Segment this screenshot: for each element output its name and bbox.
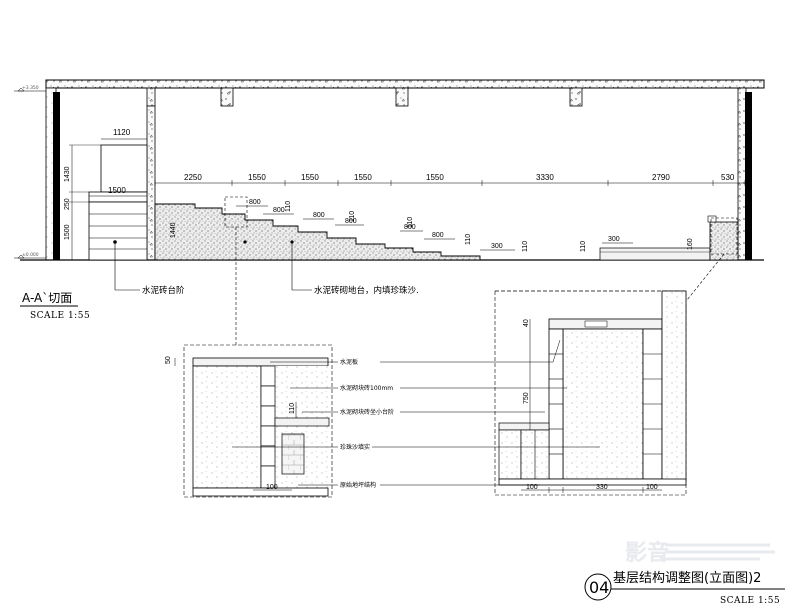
detail2-dim-100-a: 100	[526, 484, 538, 491]
dim-step-300: 300	[608, 236, 620, 243]
note-sand-fill: 珍珠沙填实	[340, 443, 370, 451]
left-stair	[88, 144, 148, 261]
dim-step-800-2: 800	[273, 207, 285, 214]
dim-530: 530	[721, 173, 735, 182]
dim-step-800-1: 800	[249, 199, 261, 206]
beam	[146, 87, 156, 107]
dim-1550-b: 1550	[301, 173, 319, 182]
note-cement-slab: 水泥板	[340, 358, 358, 366]
dim-step-800-6: 800	[432, 232, 444, 239]
detail-1: 50 110 100 水泥板 水泥砌块砖100mm 水泥砌块砖坐小台阶 珍珠沙填…	[165, 344, 394, 498]
right-wall-board	[745, 92, 752, 260]
detail1-dim-100: 100	[266, 484, 278, 491]
column	[146, 105, 156, 261]
dim-2790: 2790	[652, 173, 670, 182]
beam	[395, 87, 409, 107]
level-top-label: +3.350	[22, 85, 39, 91]
left-wall-board	[53, 92, 60, 260]
stair-dimensions: 1120 1500 1430 250 1500	[64, 128, 147, 260]
level-marker-bottom: ±0.000	[14, 252, 46, 259]
beam	[569, 87, 583, 107]
detail1-dim-110: 110	[289, 403, 296, 414]
section-scale: SCALE 1:55	[30, 311, 90, 321]
dim-h-110-5: 110	[522, 241, 529, 252]
detail2-dim-750: 750	[523, 392, 530, 404]
dim-2250: 2250	[184, 173, 202, 182]
note-original-floor: 原始地坪结构	[340, 481, 376, 489]
dim-h-110-1: 110	[285, 201, 292, 212]
level-marker-top: +3.350	[14, 85, 46, 92]
dim-step-800-7: 300	[491, 243, 503, 250]
dim-step-800-5: 800	[404, 224, 416, 231]
beam	[220, 87, 234, 107]
right-column	[737, 87, 747, 261]
note-stair: 水泥砖台阶	[142, 285, 185, 296]
detail2-dim-100-b: 100	[646, 484, 658, 491]
dimension-chain-top: 2250 1550 1550 1550 1550 3330 2790 530	[154, 173, 746, 186]
sheet-title: 基层结构调整图(立面图)2	[613, 571, 761, 586]
note-platform: 水泥砖砌地台，内填珍珠沙.	[314, 285, 419, 296]
dim-1500-v: 1500	[64, 224, 71, 240]
dim-step-800-3: 800	[313, 212, 325, 219]
sheet-number-circle	[584, 573, 612, 601]
dim-h-110-3: 110	[407, 217, 414, 228]
dim-1500: 1500	[108, 186, 126, 195]
note-block-step: 水泥砌块砖坐小台阶	[340, 408, 394, 416]
dim-1440: 1440	[170, 222, 177, 238]
dim-250: 250	[64, 198, 71, 210]
level-bottom-label: ±0.000	[22, 252, 39, 258]
sheet-scale: SCALE 1:55	[720, 596, 780, 606]
dim-1550-a: 1550	[248, 173, 266, 182]
stepped-platform	[154, 203, 739, 261]
dim-step-800-4: 800	[345, 218, 357, 225]
ceiling-slab	[45, 79, 765, 89]
step-dimensions: 1440 800 800 800 800 800 800 300 300 110…	[170, 199, 694, 252]
dim-1550-c: 1550	[354, 173, 372, 182]
dim-h-110-2: 110	[349, 211, 356, 222]
detail2-dim-330: 330	[596, 484, 608, 491]
dim-1550-d: 1550	[426, 173, 444, 182]
dim-1430: 1430	[64, 166, 71, 182]
dim-h-110-6: 110	[580, 241, 587, 252]
detail-2: 40 750 100 330 100	[372, 290, 687, 496]
dim-h-110-4: 110	[465, 234, 472, 245]
sheet-number: 04	[589, 578, 609, 597]
detail1-dim-50: 50	[165, 356, 172, 364]
note-block-100: 水泥砌块砖100mm	[340, 384, 393, 392]
dim-h-160: 160	[687, 238, 694, 250]
dim-3330: 3330	[536, 173, 554, 182]
section-title: A-A`切面	[22, 291, 72, 305]
watermark: 影音	[625, 540, 669, 566]
section-elevation: +3.350 ±0.000	[14, 79, 765, 345]
dim-1120: 1120	[113, 128, 131, 137]
sheet-title-block: 影音 04 基层结构调整图(立面图)2 SCALE 1:55	[584, 540, 785, 606]
detail2-dim-40: 40	[523, 319, 530, 327]
